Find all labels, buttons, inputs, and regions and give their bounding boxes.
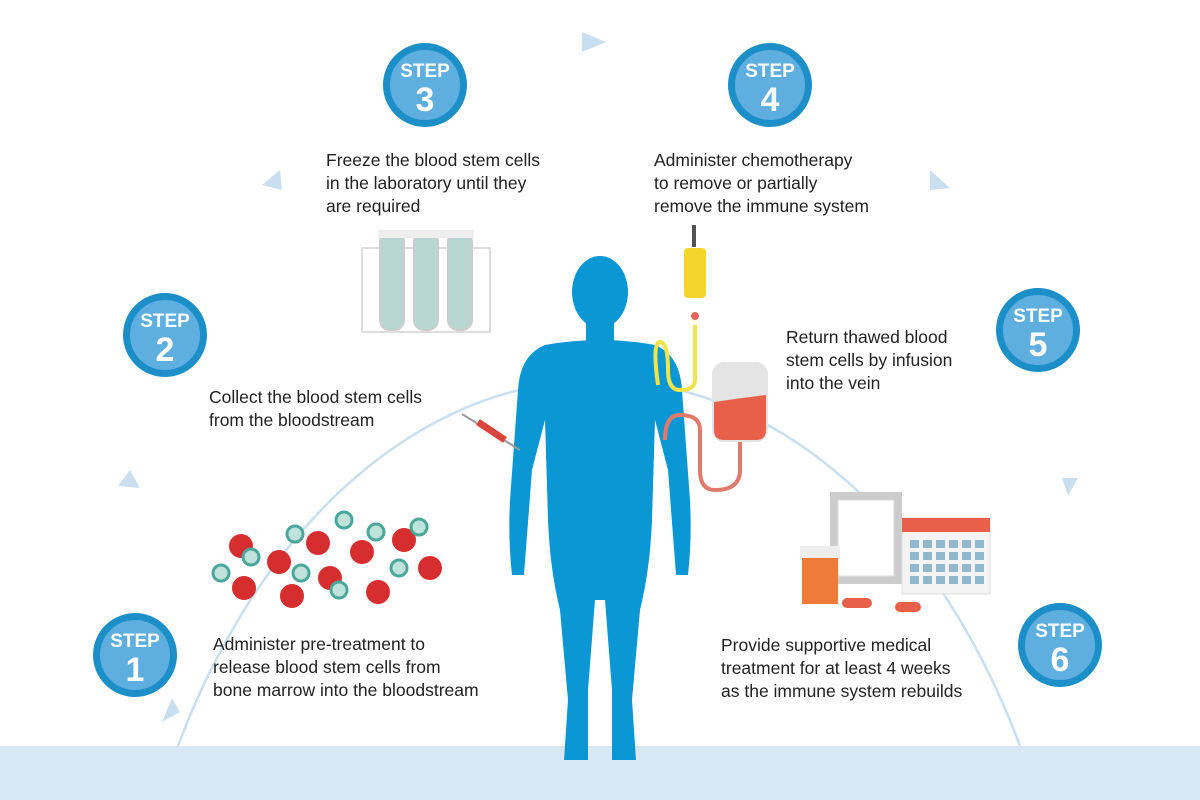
stem-cell <box>211 563 231 583</box>
cycle-arrowheads <box>118 32 1078 722</box>
description-line: treatment for at least 4 weeks <box>721 658 951 678</box>
step-label: STEP <box>745 61 795 82</box>
calendar-day <box>975 576 984 584</box>
description-line: remove the immune system <box>654 196 869 216</box>
calendar-day <box>949 564 958 572</box>
description-line: Administer chemotherapy <box>654 150 853 170</box>
calendar-day <box>936 552 945 560</box>
iv-drip-icon <box>653 225 706 393</box>
calendar-day <box>949 552 958 560</box>
step-number: 5 <box>1028 326 1048 364</box>
medical-supplies-icon <box>800 492 991 612</box>
calendar-day <box>962 540 971 548</box>
calendar-icon <box>910 540 984 584</box>
arrowhead-icon <box>582 32 606 52</box>
description-line: Return thawed blood <box>786 327 948 347</box>
calendar-day <box>936 576 945 584</box>
step-number: 6 <box>1050 641 1070 679</box>
red-blood-cell <box>267 550 291 574</box>
stem-cell <box>409 517 429 537</box>
step-label: STEP <box>1013 306 1063 327</box>
calendar-day <box>936 540 945 548</box>
arrowhead-icon <box>262 170 282 190</box>
blood-cells-icon <box>211 510 442 608</box>
calendar-day <box>910 576 919 584</box>
calendar-day <box>910 552 919 560</box>
calendar-day <box>936 564 945 572</box>
description-line: from the bloodstream <box>209 410 375 430</box>
step-label: STEP <box>110 631 160 652</box>
step-5-description: Return thawed blood stem cells by infusio… <box>786 326 952 395</box>
step-label: STEP <box>140 311 190 332</box>
red-blood-cell <box>306 531 330 555</box>
blood-bag-icon <box>663 362 768 493</box>
description-line: Administer pre-treatment to <box>213 634 426 654</box>
test-tubes-icon <box>361 230 491 333</box>
description-line: in the laboratory until they <box>326 173 527 193</box>
stem-cell <box>389 558 409 578</box>
step-number: 1 <box>125 651 145 689</box>
calendar-day <box>962 576 971 584</box>
description-line: Collect the blood stem cells <box>209 387 423 407</box>
calendar-day <box>962 552 971 560</box>
step-number: 4 <box>760 81 780 119</box>
floor <box>0 746 1200 800</box>
calendar-day <box>923 552 932 560</box>
human-body-icon <box>509 256 691 760</box>
calendar-day <box>975 540 984 548</box>
step-3-description: Freeze the blood stem cells in the labora… <box>326 149 540 218</box>
calendar-day <box>910 564 919 572</box>
red-blood-cell <box>350 540 374 564</box>
arrowhead-icon <box>118 470 140 488</box>
step-label: STEP <box>400 61 450 82</box>
red-blood-cell <box>232 576 256 600</box>
stem-cell <box>285 524 305 544</box>
description-line: Provide supportive medical <box>721 635 932 655</box>
red-blood-cell <box>366 580 390 604</box>
step-4-description: Administer chemotherapy to remove or part… <box>654 149 869 218</box>
step-number: 2 <box>155 331 175 369</box>
step-number: 3 <box>415 81 435 119</box>
description-line: Freeze the blood stem cells <box>326 150 540 170</box>
calendar-day <box>923 564 932 572</box>
calendar-day <box>923 540 932 548</box>
step-2-description: Collect the blood stem cells from the blo… <box>209 386 422 432</box>
description-line: as the immune system rebuilds <box>721 681 963 701</box>
stem-cell <box>291 563 311 583</box>
description-line: stem cells by infusion <box>786 350 953 370</box>
arrowhead-icon <box>930 170 950 190</box>
calendar-day <box>962 564 971 572</box>
description-line: release blood stem cells from <box>213 657 441 677</box>
stem-cell <box>241 547 261 567</box>
calendar-day <box>949 540 958 548</box>
step-1-description: Administer pre-treatment to release blood… <box>213 633 479 702</box>
calendar-day <box>975 552 984 560</box>
stem-cell <box>366 522 386 542</box>
red-blood-cell <box>280 584 304 608</box>
stem-cell <box>329 580 349 600</box>
description-line: bone marrow into the bloodstream <box>213 680 479 700</box>
step-label: STEP <box>1035 621 1085 642</box>
calendar-day <box>975 564 984 572</box>
calendar-day <box>910 540 919 548</box>
description-line: to remove or partially <box>654 173 818 193</box>
syringe-icon <box>461 413 521 451</box>
description-line: are required <box>326 196 421 216</box>
calendar-day <box>923 576 932 584</box>
stem-cell <box>334 510 354 530</box>
step-6-description: Provide supportive medical treatment for … <box>721 634 962 703</box>
red-blood-cell <box>418 556 442 580</box>
arrowhead-icon <box>162 698 180 722</box>
arrowhead-icon <box>1062 478 1078 496</box>
red-blood-cell <box>392 528 416 552</box>
description-line: into the vein <box>786 373 881 393</box>
calendar-day <box>949 576 958 584</box>
